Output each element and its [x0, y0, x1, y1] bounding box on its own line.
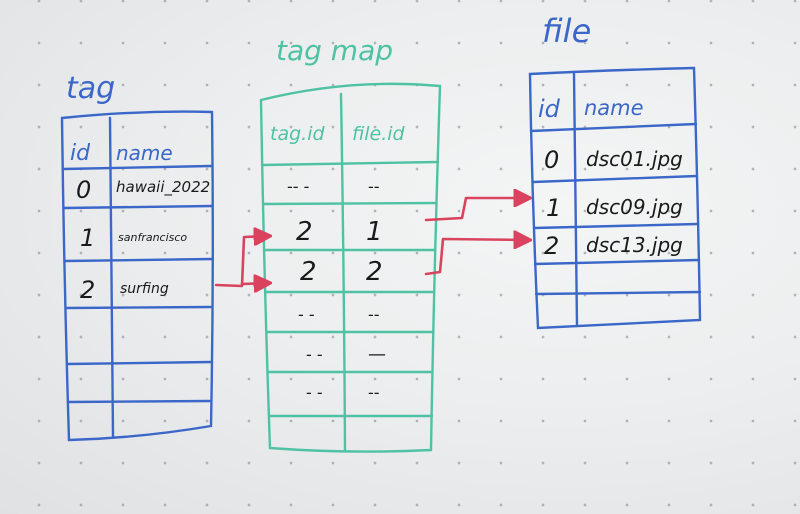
file-cell-id: 0 [544, 146, 559, 174]
tag-map-cell-tag-id: - - [306, 345, 323, 364]
tag-cell-name: surfing [120, 281, 169, 297]
arrow-tag-to-tagmap-row-2 [240, 283, 270, 284]
tag-map-table-column-divider [339, 92, 347, 452]
tag-map-table-border [259, 82, 442, 453]
file-table-row-line [531, 174, 699, 184]
tag-map-cell-tag-id: - - [306, 383, 323, 402]
file-header-id: id [538, 95, 561, 123]
tag-map-table-row-line [262, 201, 438, 206]
tag-cell-id: 0 [76, 176, 91, 204]
tag-table-row-line [66, 399, 213, 404]
tag-table-row-line [61, 164, 213, 171]
file-table-title: file [542, 12, 591, 50]
tag-table-row-line [63, 257, 214, 263]
tag-map-cell-tag-id: 2 [296, 217, 313, 247]
arrow-tagmap-to-file-1 [424, 198, 530, 222]
tag-map-cell-file-id: 2 [366, 257, 383, 287]
file-table-row-line [534, 290, 702, 296]
tag-map-cell-file-id: 1 [366, 217, 383, 247]
tag-map-cell-tag-id: - - [298, 305, 315, 324]
file-table-border [528, 66, 702, 330]
tag-table-row-line [64, 305, 213, 310]
file-table [528, 66, 702, 330]
tag-header-name: name [116, 141, 173, 165]
tag-map-header-file-id: file.id [352, 123, 406, 145]
file-table-row-line [532, 222, 700, 230]
tag-map-cell-file-id: -- [368, 305, 380, 324]
tag-cell-id: 2 [80, 276, 95, 304]
file-cell-name: dsc09.jpg [586, 195, 683, 219]
file-cell-id: 2 [544, 232, 559, 260]
relationship-arrows [214, 198, 530, 288]
tag-map-cell-file-id: -- [368, 177, 380, 196]
tag-map-cell-file-id: -- [368, 383, 380, 402]
file-table-column-divider [572, 72, 579, 328]
tag-map-header-tag-id: tag.id [270, 123, 325, 145]
arrow-tagmap-to-file-2 [424, 239, 530, 276]
file-cell-name: dsc01.jpg [586, 147, 683, 171]
file-table-row-line [529, 122, 698, 133]
tag-table-row-line [65, 360, 213, 366]
tag-table [60, 110, 214, 442]
tag-cell-name: hawaii_2022 [116, 178, 210, 197]
tag-table-border [60, 110, 214, 442]
tag-table-column-divider [108, 116, 115, 438]
tag-cell-id: 1 [80, 224, 95, 252]
tag-map-cell-tag-id: 2 [300, 257, 317, 287]
file-table-row-line [533, 258, 701, 266]
tag-map-cell-tag-id: -- - [287, 177, 309, 196]
arrow-tag-to-tagmap-row-1 [214, 236, 270, 288]
tag-map-cell-file-id: — [368, 344, 386, 365]
tag-map-table-row-line [260, 160, 440, 167]
tag-table-title: tag [66, 71, 115, 106]
tag-map-table [259, 82, 442, 453]
tag-table-row-line [62, 204, 214, 210]
tag-header-id: id [70, 141, 91, 166]
tag-cell-name: sanfrancisco [118, 231, 187, 244]
file-header-name: name [584, 96, 644, 120]
file-cell-name: dsc13.jpg [586, 233, 683, 257]
file-cell-id: 1 [546, 194, 561, 222]
tag-map-table-title: tag map [276, 34, 393, 67]
